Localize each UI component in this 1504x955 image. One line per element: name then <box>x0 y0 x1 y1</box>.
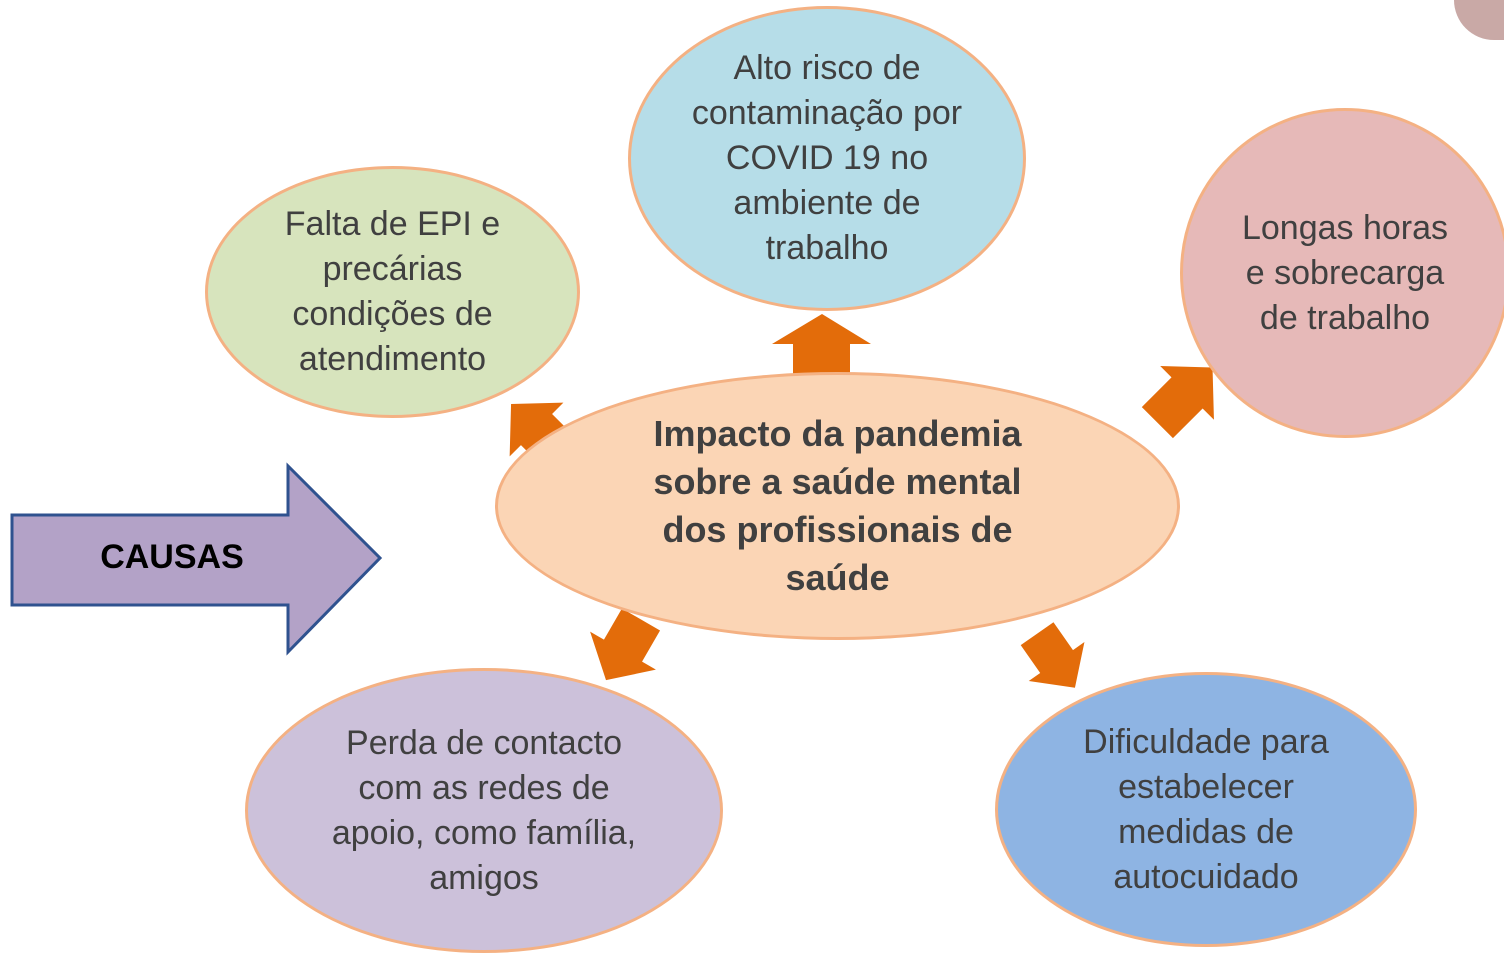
cause-node-epi: Falta de EPI e precárias condições de at… <box>205 166 580 418</box>
causas-arrow-icon <box>10 462 383 656</box>
cause-text-horas: Longas horas e sobrecarga de trabalho <box>1241 208 1449 337</box>
cause-node-contacto: Perda de contacto com as redes de apoio,… <box>245 668 723 953</box>
cause-text-epi: Falta de EPI e precárias condições de at… <box>284 205 501 378</box>
center-title: Impacto da pandemia sobre a saúde mental… <box>653 413 1022 598</box>
arrow-down-right-icon <box>1020 622 1085 688</box>
cause-node-autocuidado: Dificuldade para estabelecer medidas de … <box>995 672 1417 947</box>
cause-text-autocuidado: Dificuldade para estabelecer medidas de … <box>1083 722 1329 896</box>
arrow-up-icon <box>772 314 871 378</box>
arrow-down-left-icon <box>590 608 661 681</box>
cause-text-covid: Alto risco de contaminação por COVID 19 … <box>691 49 963 267</box>
cause-text-contacto: Perda de contacto com as redes de apoio,… <box>331 723 637 897</box>
arrow-up-right-icon <box>1141 366 1214 439</box>
cause-node-horas: Longas horas e sobrecarga de trabalho <box>1180 108 1504 438</box>
causas-label: CAUSAS <box>100 538 244 576</box>
center-node: Impacto da pandemia sobre a saúde mental… <box>495 372 1180 640</box>
cause-node-covid: Alto risco de contaminação por COVID 19 … <box>628 6 1026 311</box>
